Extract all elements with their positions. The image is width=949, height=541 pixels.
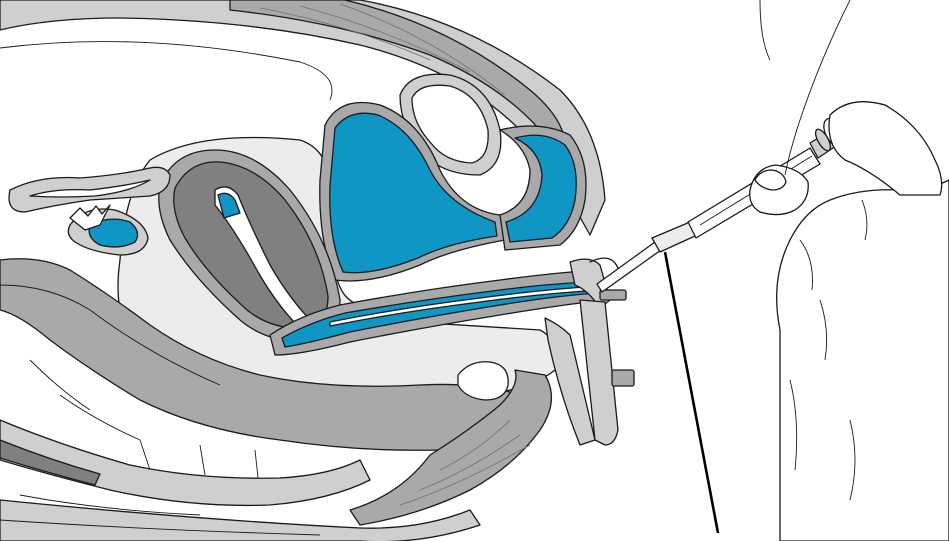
hand <box>750 0 949 541</box>
catheter <box>597 222 695 292</box>
urethra <box>500 126 586 250</box>
leader-line <box>665 252 718 533</box>
